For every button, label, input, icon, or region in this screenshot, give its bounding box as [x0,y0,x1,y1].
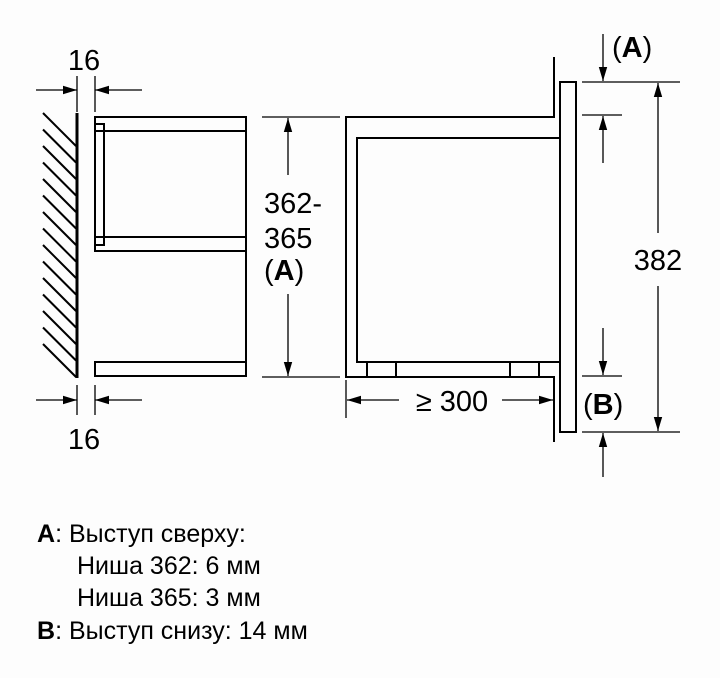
marker-b-label: (B) [583,389,623,421]
dim-wall-gap-top: 16 [36,45,142,112]
hatch-line [42,178,77,213]
marker-a-label: (A) [612,32,652,64]
cabinet-front-strip [94,123,105,246]
wall-hatching [42,112,77,378]
appliance-foot-front [366,361,397,378]
dim-niche-height: 362- 365 (A) [262,116,340,378]
dim-label-365: 365 [264,223,312,255]
appliance-foot-rear [509,361,540,378]
cabinet-middle-shelf [94,236,247,252]
dim-label-16-top: 16 [68,45,100,77]
dim-label-depth: ≥ 300 [416,386,488,418]
legend-line-niche-362: Ниша 362: 6 мм [77,552,261,580]
dim-total-height: 382 [634,83,682,431]
hatch-line [42,128,77,164]
appliance-body [356,81,577,433]
dim-label-a-note: (A) [264,255,304,287]
dim-label-16-bottom: 16 [68,424,100,456]
appliance-door-panel [559,81,577,433]
hatch-line [42,194,77,230]
hatch-line [42,161,77,197]
niche-section [345,57,555,442]
hatch-line [42,277,77,312]
cabinet-side-view [94,116,247,377]
hatch-line [42,145,77,180]
legend: A: Выступ сверху: Ниша 362: 6 мм Ниша 36… [37,520,308,645]
hatch-line [42,310,77,345]
legend-line-b: B: Выступ снизу: 14 мм [37,617,308,645]
dim-bottom-protrusion: (B) [582,328,680,477]
legend-line-a: A: Выступ сверху: [37,520,246,548]
hatch-line [42,227,77,263]
cabinet-top-shelf [94,116,247,132]
hatch-line [42,293,77,329]
dim-label-362: 362- [264,188,322,220]
cabinet-bottom-shelf [94,361,247,377]
hatch-line [42,326,77,362]
hatch-line [42,260,77,296]
legend-line-niche-365: Ниша 365: 3 мм [77,584,261,612]
dim-wall-gap-bottom: 16 [36,385,142,456]
dim-top-protrusion: (A) [582,32,680,163]
hatch-line [42,112,77,147]
hatch-line [42,244,77,279]
dim-depth: ≥ 300 [345,380,553,418]
hatch-line [42,343,77,378]
wall [42,112,79,378]
dim-label-382: 382 [634,245,682,277]
hatch-line [42,211,77,246]
